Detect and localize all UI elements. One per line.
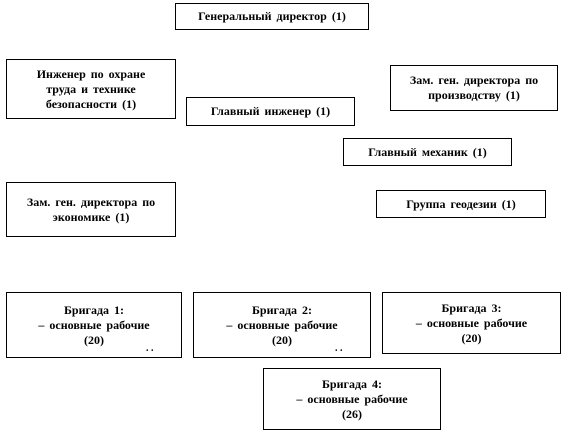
brigade-3-box: Бригада 3: – основные рабочие (20) (382, 292, 561, 354)
chief-engineer-box: Главный инженер (1) (186, 97, 355, 126)
geodesy-group-label: Группа геодезии (1) (406, 196, 516, 211)
brigade-1-box: Бригада 1: – основные рабочие (20) (6, 292, 182, 358)
brigade-3-title: Бригада 3: (441, 300, 502, 315)
brigade-3-workers: – основные рабочие (415, 315, 528, 330)
chief-mechanic-label: Главный механик (1) (368, 144, 487, 159)
brigade-4-title: Бригада 4: (321, 376, 383, 391)
chief-engineer-label: Главный инженер (1) (210, 104, 331, 118)
general-director-label: Генеральный директор (1) (198, 9, 346, 23)
brigade-2-box: Бригада 2: – основные рабочие (20) (193, 292, 371, 358)
brigade-1-title: Бригада 1: (63, 302, 125, 317)
brigade-1-workers: – основные рабочие (38, 317, 150, 332)
deputy-production-box: Зам. ген. директора по производству (1) (390, 65, 558, 111)
safety-engineer-line3: безопасности (1) (45, 96, 137, 111)
deputy-economics-box: Зам. ген. директора по экономике (1) (6, 182, 176, 237)
safety-engineer-line1: Инженер по охране (36, 66, 146, 81)
safety-engineer-line2: труда и технике (46, 81, 136, 96)
deputy-production-line2: производству (1) (428, 88, 520, 102)
deputy-production-line1: Зам. ген. директора по (409, 73, 539, 87)
brigade-1-count: (20) (84, 332, 104, 347)
brigade-2-title: Бригада 2: (251, 302, 313, 317)
geodesy-group-box: Группа геодезии (1) (376, 190, 546, 218)
deputy-economics-line1: Зам. ген. директора по (26, 194, 156, 209)
brigade-3-count: (20) (461, 330, 482, 345)
brigade-2-count: (20) (272, 332, 292, 347)
brigade-4-workers: – основные рабочие (296, 391, 408, 406)
brigade-1-mark: . . (146, 343, 154, 354)
brigade-4-box: Бригада 4: – основные рабочие (26) (263, 368, 441, 430)
general-director-box: Генеральный директор (1) (175, 3, 369, 30)
deputy-economics-line2: экономике (1) (52, 209, 130, 224)
safety-engineer-box: Инженер по охране труда и технике безопа… (6, 59, 176, 119)
brigade-2-mark: . . (335, 343, 343, 354)
brigade-4-count: (26) (342, 406, 362, 421)
brigade-2-workers: – основные рабочие (226, 317, 338, 332)
chief-mechanic-box: Главный механик (1) (343, 138, 512, 166)
